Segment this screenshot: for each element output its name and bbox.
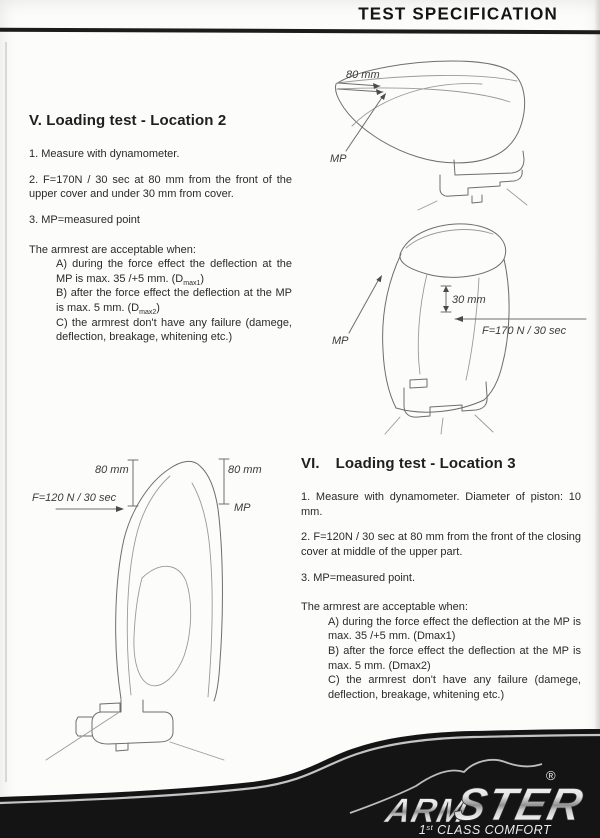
armrest-base-bracket bbox=[384, 378, 494, 435]
armrest-side-view-drawing: 80 mm MP bbox=[330, 60, 528, 211]
armrest-upright-drawing: 80 mm 80 mm F=120 N / 30 sec MP bbox=[32, 458, 262, 761]
acceptance-a-text: A) during the force effect the deflectio… bbox=[56, 258, 292, 285]
force-arrow bbox=[116, 506, 124, 512]
section-v-item-1: 1. Measure with dynamometer. bbox=[29, 148, 180, 160]
section-vi-item-2: 2. F=120N / 30 sec at 80 mm from the fro… bbox=[301, 531, 581, 558]
section-v-heading: V. Loading test - Location 2 bbox=[29, 112, 227, 129]
dimension-80mm-left-label: 80 mm bbox=[95, 464, 129, 476]
force-callout: F=170 N / 30 sec bbox=[454, 316, 587, 337]
dimension-80mm-right-label: 80 mm bbox=[228, 464, 262, 476]
dimension-80mm-left: 80 mm bbox=[95, 459, 139, 507]
black-swoosh-band bbox=[0, 729, 600, 838]
section-v-acceptance-intro: The armrest are acceptable when: bbox=[29, 243, 196, 256]
force-callout: F=120 N / 30 sec bbox=[32, 492, 124, 512]
leader-arrow bbox=[380, 93, 386, 100]
dimension-arrow bbox=[443, 306, 449, 312]
brand-tagline: 1st CLASS COMFORT bbox=[419, 823, 552, 838]
tagline-number: 1 bbox=[419, 823, 426, 837]
tagline-text: CLASS COMFORT bbox=[433, 823, 552, 837]
acceptance-a-subscript: max1 bbox=[183, 279, 201, 287]
acceptance-b-subscript: max2 bbox=[139, 309, 157, 317]
section-v-acceptance-b: B) after the force effect the deflection… bbox=[29, 286, 292, 317]
tagline-ordinal: st bbox=[426, 823, 433, 832]
figure-armrest-upright-view: 80 mm 80 mm F=120 N / 30 sec MP bbox=[12, 443, 292, 761]
dimension-30mm-label: 30 mm bbox=[452, 294, 486, 306]
dimension-80mm-right: 80 mm bbox=[218, 458, 262, 505]
measured-point-callout: MP bbox=[332, 275, 382, 347]
dimension-arrow bbox=[443, 286, 449, 292]
header-rule bbox=[0, 27, 600, 35]
force-label: F=170 N / 30 sec bbox=[482, 325, 567, 337]
footer-brand-band: ARM STER ® 1st CLASS COMFORT bbox=[0, 729, 600, 838]
armrest-body-outline bbox=[335, 60, 526, 164]
section-vi: VI. Loading test - Location 3 1. Measure … bbox=[301, 455, 581, 703]
acceptance-b-close: ) bbox=[156, 302, 160, 314]
armrest-perspective-drawing: 30 mm F=170 N / 30 sec MP bbox=[332, 223, 587, 435]
section-vi-heading: VI. Loading test - Location 3 bbox=[301, 455, 581, 472]
armrest-body-outline bbox=[115, 461, 223, 702]
section-vi-acceptance-intro: The armrest are acceptable when: bbox=[301, 601, 468, 614]
dimension-arrow bbox=[376, 89, 383, 95]
section-v-acceptance-c: C) the armrest don't have any failure (d… bbox=[56, 316, 292, 344]
armrest-base-bracket bbox=[417, 150, 528, 211]
mp-label: MP bbox=[332, 335, 349, 347]
figure-armrest-perspective-view: 30 mm F=170 N / 30 sec MP bbox=[303, 212, 590, 437]
acceptance-b-text: B) after the force effect the deflection… bbox=[56, 287, 292, 314]
brand-arm-text: ARM bbox=[381, 792, 471, 830]
dimension-80mm-label: 80 mm bbox=[346, 69, 380, 81]
section-v-item-3: 3. MP=measured point bbox=[29, 213, 140, 226]
section-vi-item-1: 1. Measure with dynamometer. Diameter of… bbox=[301, 491, 581, 518]
section-vi-acceptance-b: B) after the force effect the deflection… bbox=[328, 645, 581, 672]
section-vi-acceptance-a: A) during the force effect the deflectio… bbox=[328, 615, 581, 643]
mp-label: MP bbox=[234, 502, 251, 514]
acceptance-a-close: ) bbox=[200, 272, 205, 285]
dimension-30mm: 30 mm bbox=[440, 285, 486, 313]
dimension-arrow bbox=[373, 83, 380, 89]
brand-logo: ARM STER bbox=[381, 778, 589, 830]
dimension-80mm: 80 mm bbox=[337, 69, 384, 95]
page-title: TEST SPECIFICATION bbox=[358, 4, 558, 24]
scan-edge-artifact bbox=[5, 42, 7, 782]
silver-pinstripe bbox=[0, 733, 600, 805]
section-v-acceptance-a: A) during the force effect the deflectio… bbox=[29, 257, 292, 287]
section-v-item-2: 2. F=170N / 30 sec at 80 mm from the fro… bbox=[29, 173, 292, 201]
figure-armrest-side-view: 80 mm MP bbox=[322, 56, 590, 211]
leader-arrow bbox=[376, 275, 382, 283]
registered-trademark-icon: ® bbox=[546, 768, 556, 783]
car-silhouette-swoosh bbox=[349, 759, 543, 814]
section-vi-number: VI. bbox=[301, 455, 320, 472]
measured-point-callout: MP bbox=[330, 93, 386, 165]
mp-label: MP bbox=[330, 153, 347, 165]
force-label: F=120 N / 30 sec bbox=[32, 492, 117, 504]
force-arrow bbox=[455, 316, 463, 322]
section-vi-acceptance-c: C) the armrest don't have any failure (d… bbox=[328, 674, 581, 701]
scan-edge-artifact bbox=[594, 0, 600, 838]
section-vi-title: Loading test - Location 3 bbox=[335, 455, 516, 472]
section-v: V. Loading test - Location 2 1. Measure … bbox=[29, 112, 292, 345]
armrest-base-bracket bbox=[45, 699, 225, 761]
brand-ster-text: STER bbox=[450, 779, 588, 830]
section-vi-item-3: 3. MP=measured point. bbox=[301, 571, 416, 584]
armrest-body-outline bbox=[382, 223, 510, 413]
